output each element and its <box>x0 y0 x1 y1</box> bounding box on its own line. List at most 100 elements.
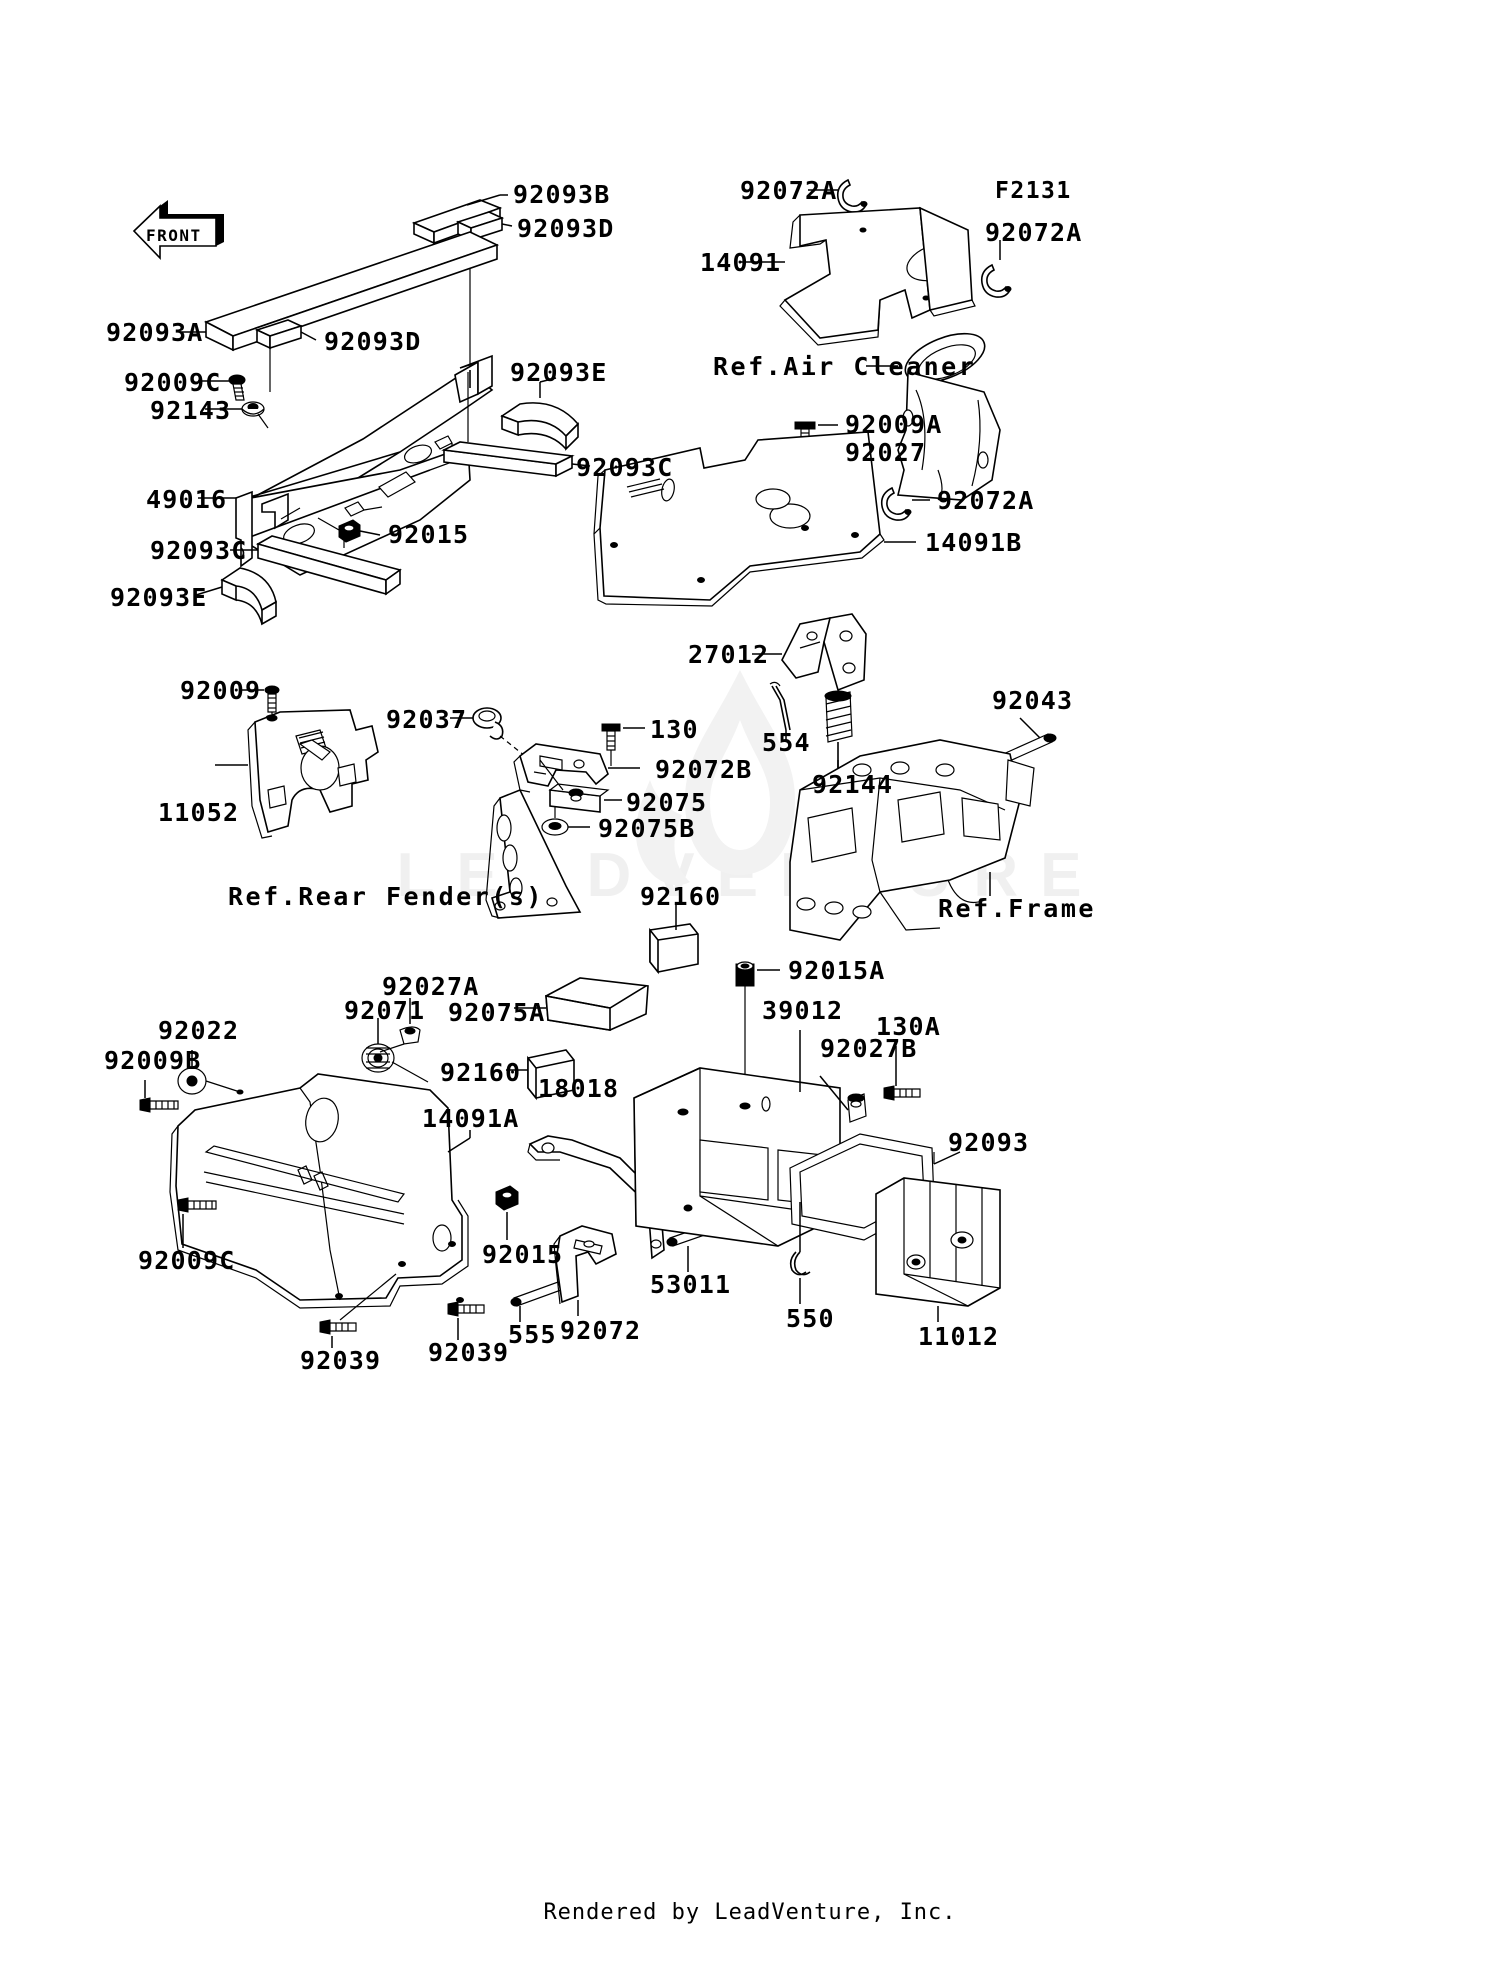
part-92009B-bolt <box>139 1097 179 1113</box>
part-gusset-plate <box>485 788 582 919</box>
callout-92009A[interactable]: 92009A <box>845 410 943 439</box>
callout-92093C-1[interactable]: 92093C <box>576 453 674 482</box>
part-92027A-washer <box>399 1026 421 1045</box>
part-92160-band-upper <box>649 923 699 975</box>
part-92093C-bar-right <box>441 441 575 478</box>
callout-92093E-2[interactable]: 92093E <box>110 583 208 612</box>
callout-14091A[interactable]: 14091A <box>422 1104 520 1133</box>
part-92093D-block-lower <box>254 319 304 350</box>
callout-92043[interactable]: 92043 <box>992 686 1074 715</box>
callout-130A[interactable]: 130A <box>876 1012 942 1041</box>
callout-11012[interactable]: 11012 <box>918 1322 1000 1351</box>
callout-130[interactable]: 130 <box>650 715 699 744</box>
callout-92015A[interactable]: 92015A <box>788 956 886 985</box>
part-92075B-grommet <box>541 818 569 836</box>
callout-92072A-1[interactable]: 92072A <box>740 176 838 205</box>
part-92072A-clip-2 <box>980 263 1012 298</box>
part-92093A-bar <box>203 231 500 352</box>
ref-air-cleaner-duct <box>897 332 1001 501</box>
part-130-screw <box>601 723 621 751</box>
callout-11052[interactable]: 11052 <box>158 798 240 827</box>
callout-92075B[interactable]: 92075B <box>598 814 696 843</box>
callout-49016[interactable]: 49016 <box>146 485 228 514</box>
callout-92075[interactable]: 92075 <box>626 788 708 817</box>
callout-92039-2[interactable]: 92039 <box>428 1338 510 1367</box>
callout-92027A[interactable]: 92027A <box>382 972 480 1001</box>
callout-92037[interactable]: 92037 <box>386 705 468 734</box>
callout-92027[interactable]: 92027 <box>845 438 927 467</box>
callout-92071[interactable]: 92071 <box>344 996 426 1025</box>
part-92093E-pad-lower <box>220 567 277 626</box>
ref-rear-fender-label: Ref.Rear Fender(s) <box>228 882 544 911</box>
part-92093C-bar-lower <box>255 535 402 596</box>
callout-92027B[interactable]: 92027B <box>820 1034 918 1063</box>
callout-92015-2[interactable]: 92015 <box>482 1240 564 1269</box>
part-92072A-clip-1 <box>836 178 868 213</box>
part-550-clip <box>789 1251 811 1276</box>
callout-92009C-1[interactable]: 92009C <box>124 368 222 397</box>
callout-92009C-2[interactable]: 92009C <box>138 1246 236 1275</box>
part-92160-band-lower <box>527 1049 575 1101</box>
part-92144-spring <box>824 690 853 768</box>
callout-92072[interactable]: 92072 <box>560 1316 642 1345</box>
part-92015-nut-upper <box>338 519 361 543</box>
part-92009C-bolt-bottom <box>177 1197 217 1213</box>
part-14091A-cover <box>169 1073 469 1309</box>
callout-92093C-2[interactable]: 92093C <box>150 536 248 565</box>
part-92009C-screw-upper <box>228 374 246 401</box>
callout-92093D-2[interactable]: 92093D <box>324 327 422 356</box>
part-14091B-cover <box>593 431 885 607</box>
callout-554[interactable]: 554 <box>762 728 811 757</box>
part-130A-bolt <box>883 1085 921 1101</box>
callout-550[interactable]: 550 <box>786 1304 835 1333</box>
callout-53011[interactable]: 53011 <box>650 1270 732 1299</box>
callout-92039-1[interactable]: 92039 <box>300 1346 382 1375</box>
callout-92160-2[interactable]: 92160 <box>440 1058 522 1087</box>
callout-92009[interactable]: 92009 <box>180 676 262 705</box>
ref-frame-structure <box>789 739 1035 941</box>
callout-27012[interactable]: 27012 <box>688 640 770 669</box>
front-direction-marker: FRONT <box>132 200 224 260</box>
part-554-pin <box>769 681 791 731</box>
footer-attribution: Rendered by LeadVenture, Inc. <box>543 1900 957 1925</box>
callout-92075A[interactable]: 92075A <box>448 998 546 1027</box>
callout-14091[interactable]: 14091 <box>700 248 782 277</box>
part-92093E-pad-upper <box>500 402 580 451</box>
callout-555[interactable]: 555 <box>508 1320 557 1349</box>
callout-92022[interactable]: 92022 <box>158 1016 240 1045</box>
callout-92093D-1[interactable]: 92093D <box>517 214 615 243</box>
callout-18018[interactable]: 18018 <box>538 1074 620 1103</box>
callout-92093[interactable]: 92093 <box>948 1128 1030 1157</box>
callout-92143[interactable]: 92143 <box>150 396 232 425</box>
part-92039-bolt-1 <box>319 1319 357 1335</box>
figure-code: F2131 <box>995 178 1072 204</box>
callout-92093E-1[interactable]: 92093E <box>510 358 608 387</box>
part-92037-clamp <box>472 707 504 740</box>
callout-92093B[interactable]: 92093B <box>513 180 611 209</box>
ref-frame-label: Ref.Frame <box>938 894 1096 923</box>
part-27012-bracket <box>781 613 867 692</box>
part-11052-bracket <box>247 709 379 839</box>
part-92072-bracket <box>553 1225 617 1305</box>
callout-92009B[interactable]: 92009B <box>104 1046 202 1075</box>
part-92015-nut-bottom <box>495 1185 519 1211</box>
part-92027B-washer <box>847 1093 867 1123</box>
callout-92015-1[interactable]: 92015 <box>388 520 470 549</box>
callout-92072A-3[interactable]: 92072A <box>937 486 1035 515</box>
part-92072A-clip-3 <box>880 486 912 521</box>
part-11012-cover <box>875 1177 1001 1307</box>
callout-92144[interactable]: 92144 <box>812 770 894 799</box>
part-555-pin <box>510 1281 562 1307</box>
callout-14091B[interactable]: 14091B <box>925 528 1023 557</box>
part-18018-plate <box>527 1135 665 1260</box>
svg-text:FRONT: FRONT <box>146 226 202 245</box>
part-92075-pad <box>548 783 610 813</box>
callout-92160-1[interactable]: 92160 <box>640 882 722 911</box>
callout-39012[interactable]: 39012 <box>762 996 844 1025</box>
callout-92093A[interactable]: 92093A <box>106 318 204 347</box>
callout-92072A-2[interactable]: 92072A <box>985 218 1083 247</box>
part-92015A-nut <box>735 961 755 987</box>
part-92071-bushing <box>361 1043 395 1073</box>
callout-92072B[interactable]: 92072B <box>655 755 753 784</box>
